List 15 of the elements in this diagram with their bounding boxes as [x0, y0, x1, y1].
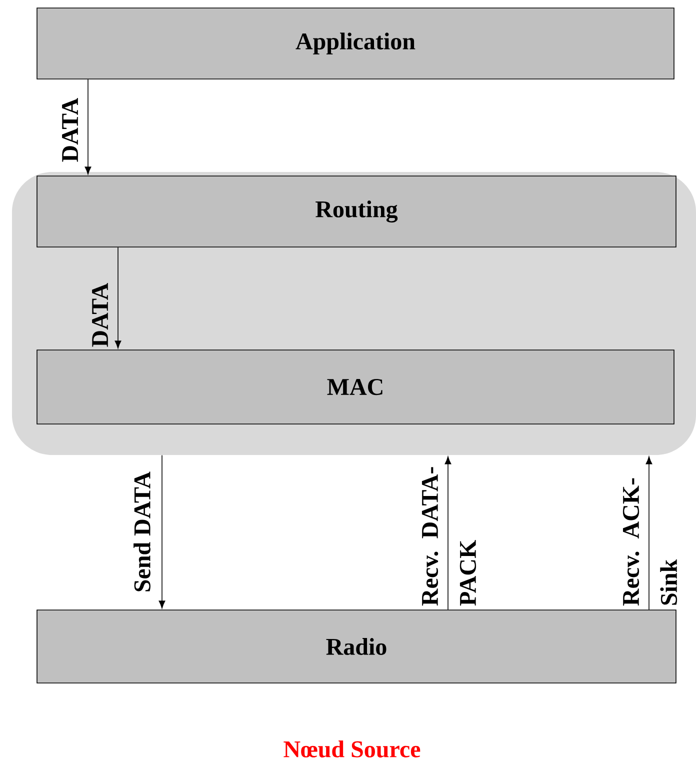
- edge-label: Recv. ACK-Sink: [622, 478, 678, 606]
- edge-label: Recv. DATA-PACK: [422, 467, 476, 606]
- arrow: [444, 456, 452, 610]
- layer-box: Routing: [36, 176, 676, 248]
- arrow: [646, 456, 652, 610]
- edge-label: Send DATA: [134, 472, 150, 592]
- layer-box: Application: [36, 8, 674, 80]
- layer-box: Radio: [36, 610, 676, 684]
- edge-label: DATA: [62, 98, 78, 162]
- arrow: [114, 247, 122, 348]
- arrow: [158, 454, 166, 608]
- caption: Nœud Source: [284, 740, 420, 758]
- edge-label: DATA: [92, 282, 108, 347]
- layer-box: MAC: [36, 350, 674, 424]
- arrow: [84, 79, 92, 174]
